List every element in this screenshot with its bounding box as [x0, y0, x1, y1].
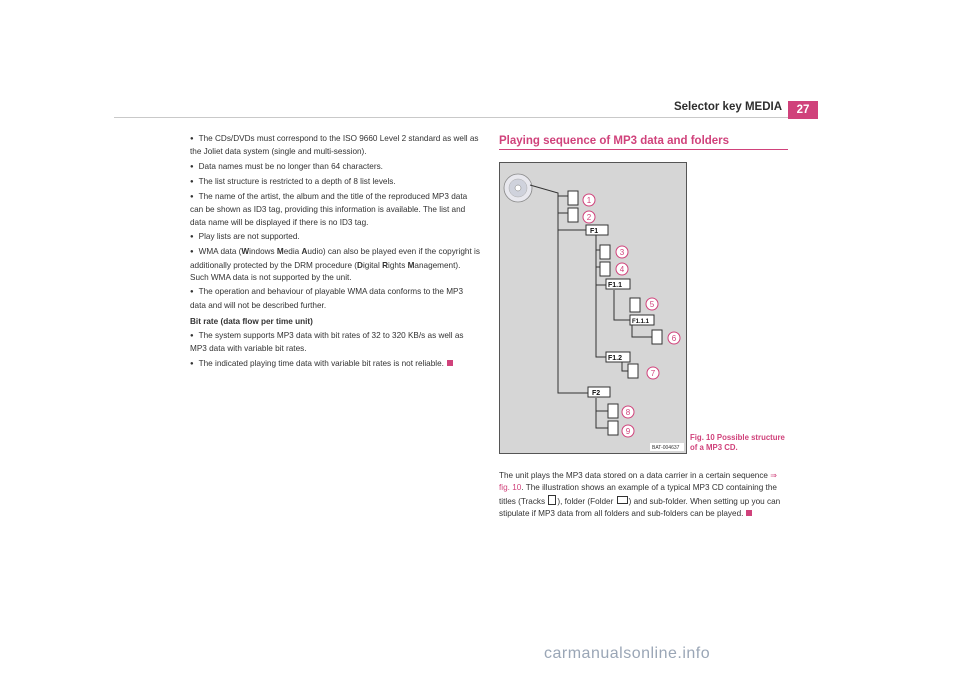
- bullet-item: The name of the artist, the album and th…: [190, 191, 480, 229]
- track-icon: [567, 207, 579, 223]
- track-icon: [651, 329, 663, 345]
- cd-disc-icon: [503, 173, 533, 203]
- bullet-item: The CDs/DVDs must correspond to the ISO …: [190, 133, 480, 159]
- track-number: 5: [650, 300, 655, 309]
- figure-caption: Fig. 10 Possible structure of a MP3 CD.: [690, 433, 785, 452]
- folder-icons: [585, 224, 655, 398]
- section-rule: [499, 149, 788, 150]
- section-title: Playing sequence of MP3 data and folders: [499, 135, 730, 147]
- tree-connectors: [529, 184, 652, 429]
- track-number: 8: [626, 408, 631, 417]
- figure-code: BAT-004637: [652, 445, 680, 451]
- header-rule: [114, 117, 790, 118]
- body-paragraph: The unit plays the MP3 data stored on a …: [499, 471, 781, 518]
- page-number: 27: [788, 101, 818, 119]
- track-number-markers: [582, 193, 681, 438]
- track-number: 4: [620, 265, 625, 274]
- figure-reference-link[interactable]: ⇒ fig. 10: [499, 471, 778, 493]
- track-number: 2: [587, 213, 592, 222]
- track-number: 9: [626, 427, 631, 436]
- bullet-item: The list structure is restricted to a de…: [190, 176, 480, 189]
- folder-icon-f1-1: [605, 278, 631, 290]
- folder-icon-f2: [587, 386, 611, 398]
- folder-icon: [616, 495, 628, 504]
- track-icon: [567, 190, 579, 206]
- folder-label: F1: [590, 228, 598, 235]
- track-icons: [567, 190, 663, 436]
- section-end-marker: [446, 359, 453, 366]
- section-end-marker: [746, 509, 753, 516]
- track-icon: [607, 403, 619, 419]
- folder-label: F1.2: [608, 355, 622, 362]
- mp3-structure-figure: F1 F1.1 F1.1.1 F1.2 F2 1 2 3 4 5 6 7 8: [499, 162, 687, 454]
- left-column: The CDs/DVDs must correspond to the ISO …: [190, 133, 480, 373]
- folder-icon-f1-2: [605, 351, 631, 363]
- track-icon: [627, 363, 639, 379]
- track-number: 6: [672, 334, 677, 343]
- bullet-item: Play lists are not supported.: [190, 231, 480, 244]
- track-number: 1: [587, 196, 592, 205]
- page-header-title: Selector key MEDIA: [673, 101, 782, 113]
- track-icon: [599, 261, 611, 277]
- bullet-item: The operation and behaviour of playable …: [190, 286, 480, 312]
- track-icon: [629, 297, 641, 313]
- track-icon: [548, 494, 557, 505]
- watermark: carmanualsonline.info: [544, 645, 711, 662]
- track-number: 3: [620, 248, 625, 257]
- folder-label: F1.1: [608, 282, 622, 289]
- folder-tree-diagram: F1 F1.1 F1.1.1 F1.2 F2 1 2 3 4 5 6 7 8: [503, 173, 684, 451]
- bullet-item: Data names must be no longer than 64 cha…: [190, 161, 480, 174]
- bullet-item-last: The indicated playing time data with var…: [190, 358, 480, 371]
- track-icon: [599, 244, 611, 260]
- subheading-bitrate: Bit rate (data flow per time unit): [190, 316, 313, 326]
- folder-icon-f1: [585, 224, 609, 236]
- folder-label: F1.1.1: [632, 319, 650, 325]
- track-icon: [607, 420, 619, 436]
- folder-icon-f1-1-1: [629, 314, 655, 326]
- bullet-item: The system supports MP3 data with bit ra…: [190, 330, 480, 356]
- track-number: 7: [651, 369, 656, 378]
- folder-label: F2: [592, 390, 600, 397]
- bullet-item-wma: WMA data (Windows Media Audio) can also …: [190, 246, 480, 284]
